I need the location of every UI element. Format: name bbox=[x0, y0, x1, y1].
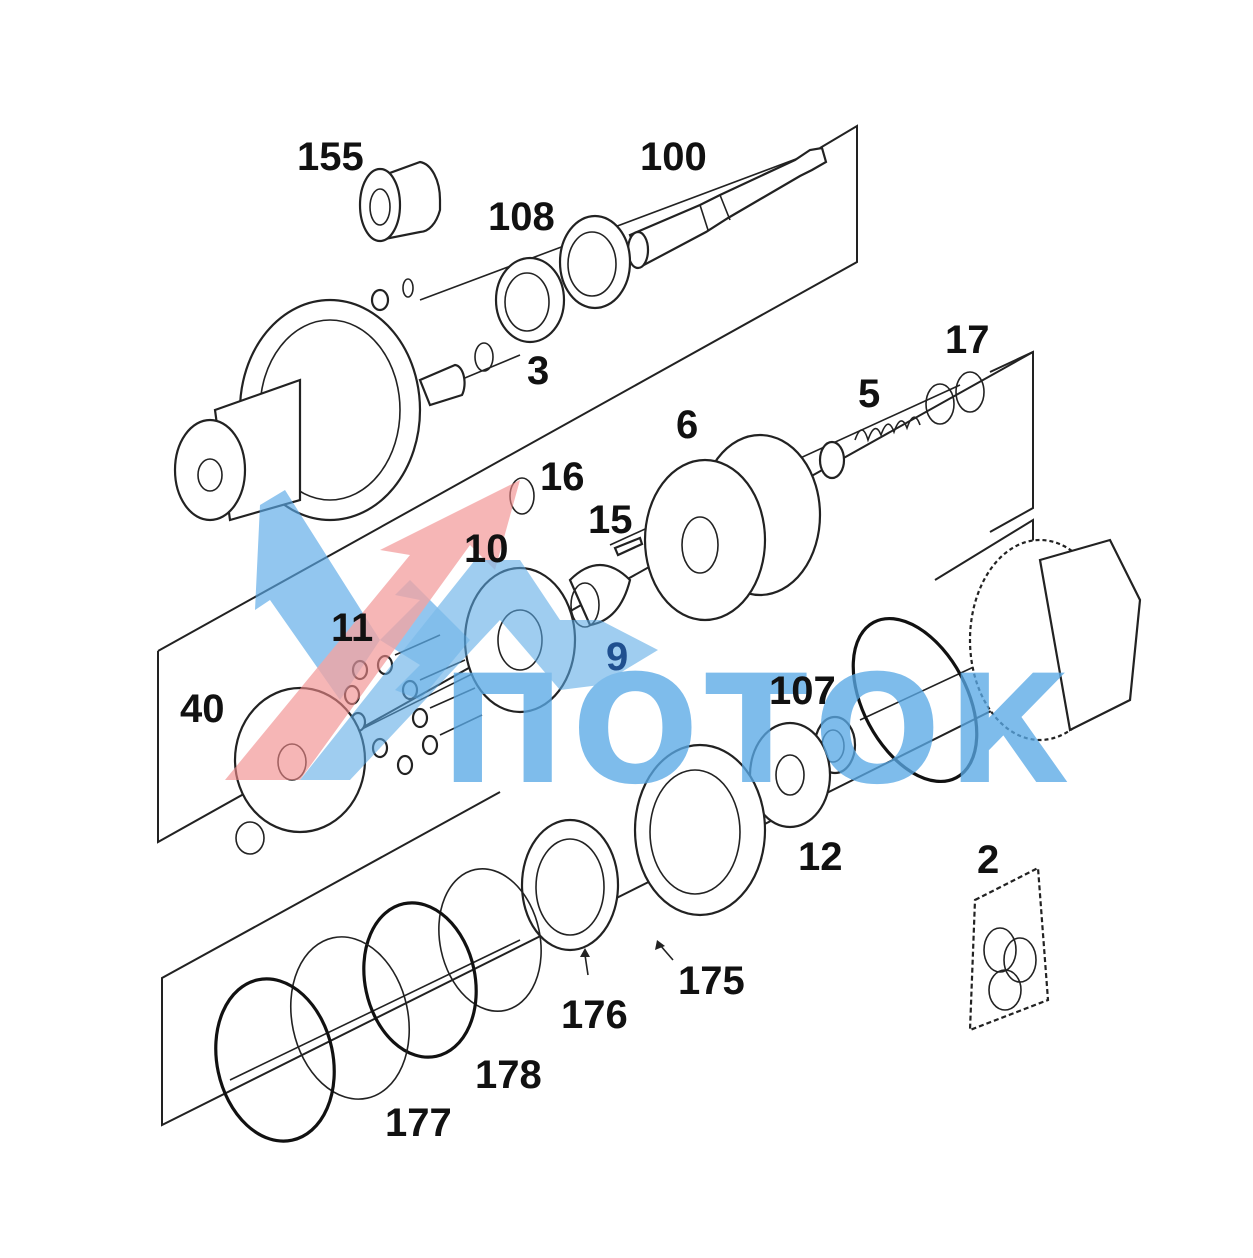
bearing-108-outer bbox=[558, 214, 632, 310]
part-176-piston-ring bbox=[520, 818, 620, 952]
seal-rings bbox=[214, 868, 542, 1143]
ring-17b bbox=[925, 383, 955, 425]
frame-top bbox=[157, 124, 858, 652]
piston-shoe bbox=[396, 754, 414, 776]
callouts: 155 100 108 3 17 5 6 16 15 10 11 9 40 10… bbox=[180, 135, 999, 1145]
part-17-retaining-ring bbox=[925, 371, 985, 425]
cylinder-face bbox=[643, 458, 767, 622]
brake-housing-outer bbox=[633, 743, 767, 917]
piston-shoe bbox=[421, 734, 439, 756]
callout-11: 11 bbox=[331, 606, 373, 650]
piston-rod bbox=[429, 687, 476, 709]
bearing-3-outer bbox=[494, 256, 566, 344]
housing-hub bbox=[173, 298, 422, 522]
callout-10: 10 bbox=[464, 527, 509, 571]
rear-cover bbox=[968, 538, 1142, 742]
part-100-shaft bbox=[626, 146, 828, 270]
callout-6: 6 bbox=[676, 403, 698, 447]
watermark-text: ПОТОК bbox=[440, 644, 1076, 818]
cylinder-bore bbox=[681, 516, 719, 574]
callout-9: 9 bbox=[606, 635, 628, 679]
oring-large bbox=[851, 616, 979, 784]
callout-16: 16 bbox=[540, 455, 585, 499]
seal-ring bbox=[438, 868, 542, 1012]
axis-shaft bbox=[419, 149, 821, 301]
pin-15 bbox=[613, 536, 644, 557]
part-6-cylinder-block bbox=[643, 433, 822, 622]
arrow-blue-icon bbox=[300, 560, 658, 780]
ring-176-inner bbox=[535, 838, 605, 936]
callout-15: 15 bbox=[588, 498, 633, 542]
arrowhead-175 bbox=[655, 940, 665, 950]
valve-plate-hole bbox=[775, 754, 805, 796]
callout-107: 107 bbox=[769, 669, 836, 713]
callout-176: 176 bbox=[561, 993, 628, 1037]
callout-175: 175 bbox=[678, 959, 745, 1003]
shaft-step bbox=[719, 194, 731, 221]
leader-176 bbox=[584, 954, 589, 976]
seal-kit-ring bbox=[983, 927, 1017, 973]
coupling-face bbox=[358, 167, 402, 243]
piston-rod bbox=[439, 714, 483, 736]
hub-spline bbox=[173, 418, 247, 522]
frame-middle-right bbox=[989, 350, 1034, 533]
ball-guide bbox=[568, 564, 632, 627]
seal-ring-outer bbox=[214, 977, 336, 1143]
shaft-step-2 bbox=[699, 204, 709, 231]
leader-175 bbox=[659, 944, 674, 961]
part-108-bearing bbox=[558, 214, 632, 310]
callout-177: 177 bbox=[385, 1101, 452, 1145]
pin-small bbox=[370, 288, 390, 312]
part-2-seal-kit-bag bbox=[968, 866, 1050, 1032]
callout-100: 100 bbox=[640, 135, 707, 179]
seal-ring-177 bbox=[289, 936, 411, 1100]
rear-cover-body bbox=[1038, 538, 1142, 732]
callout-17: 17 bbox=[945, 318, 990, 362]
callout-108: 108 bbox=[488, 195, 555, 239]
part-rear-oring bbox=[851, 616, 979, 784]
callout-40: 40 bbox=[180, 687, 225, 731]
hub-bore bbox=[197, 458, 223, 492]
callout-12: 12 bbox=[798, 835, 843, 879]
callout-3: 3 bbox=[527, 349, 549, 393]
coupling-bore bbox=[369, 188, 391, 226]
watermark: ПОТОК bbox=[225, 480, 1076, 818]
seal-ring-178 bbox=[362, 901, 478, 1059]
callout-2: 2 bbox=[977, 838, 999, 882]
part-155-spline-coupling bbox=[358, 160, 442, 243]
oring-small bbox=[474, 342, 494, 372]
arrowhead-176 bbox=[580, 948, 590, 957]
callout-155: 155 bbox=[297, 135, 364, 179]
bearing-3-inner bbox=[504, 272, 550, 332]
brake-housing-inner bbox=[649, 769, 741, 895]
piston-shoe bbox=[411, 707, 429, 729]
bearing-108-inner bbox=[567, 231, 617, 297]
ring-17 bbox=[955, 371, 985, 413]
part-9-ball-guide bbox=[568, 564, 632, 628]
part-15-pin bbox=[613, 536, 644, 557]
seal-kit-bag-outline bbox=[968, 866, 1050, 1032]
spring-washer bbox=[818, 440, 846, 480]
oring-tiny bbox=[402, 278, 414, 298]
spring-coils bbox=[854, 416, 921, 443]
seal-kit-ring bbox=[988, 969, 1022, 1011]
part-3-bearing bbox=[494, 256, 566, 344]
callout-178: 178 bbox=[475, 1053, 542, 1097]
sleeve bbox=[418, 363, 466, 407]
ball-40 bbox=[235, 821, 265, 855]
part-175-brake-housing bbox=[633, 743, 767, 917]
arrow-red-icon bbox=[225, 480, 520, 780]
callout-5: 5 bbox=[858, 372, 880, 416]
small-parts-top bbox=[370, 278, 494, 407]
part-5-spring bbox=[818, 416, 921, 480]
leader-arrows bbox=[580, 940, 674, 976]
